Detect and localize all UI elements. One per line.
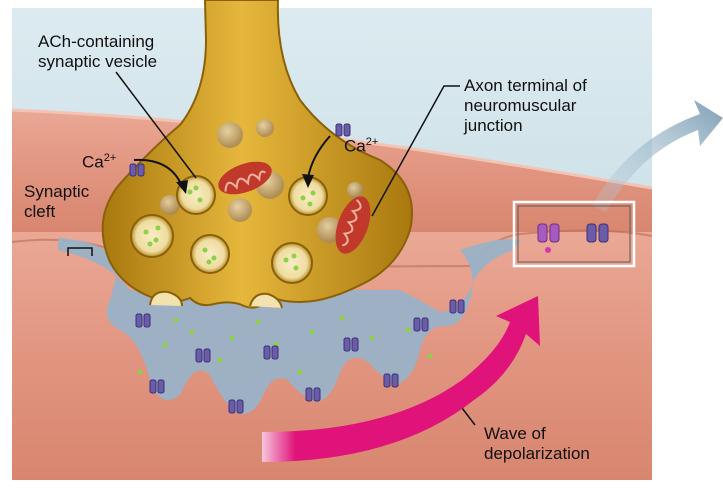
label-cleft-line1: Synaptic (24, 182, 89, 202)
label-axon-line1: Axon terminal of (464, 76, 587, 96)
calcium-left-charge: 2+ (104, 152, 117, 164)
synaptic-vesicle-icon (272, 243, 312, 283)
calcium-right-charge: 2+ (366, 136, 379, 148)
label-axon-line3: junction (464, 116, 523, 136)
label-axon-line2: neuromuscular (464, 96, 576, 116)
label-vesicle-line1: ACh-containing (38, 32, 154, 52)
label-calcium-left: Ca2+ (82, 148, 116, 173)
calcium-left-symbol: Ca (82, 153, 104, 172)
label-vesicle-line2: synaptic vesicle (38, 52, 157, 72)
label-wave-line2: depolarization (484, 444, 590, 464)
label-cleft-line2: cleft (24, 202, 55, 222)
synaptic-vesicle-icon (191, 235, 229, 273)
label-calcium-right: Ca2+ (344, 132, 378, 157)
synaptic-vesicle-icon (131, 215, 173, 257)
label-wave-line1: Wave of (484, 424, 546, 444)
calcium-right-symbol: Ca (344, 137, 366, 156)
